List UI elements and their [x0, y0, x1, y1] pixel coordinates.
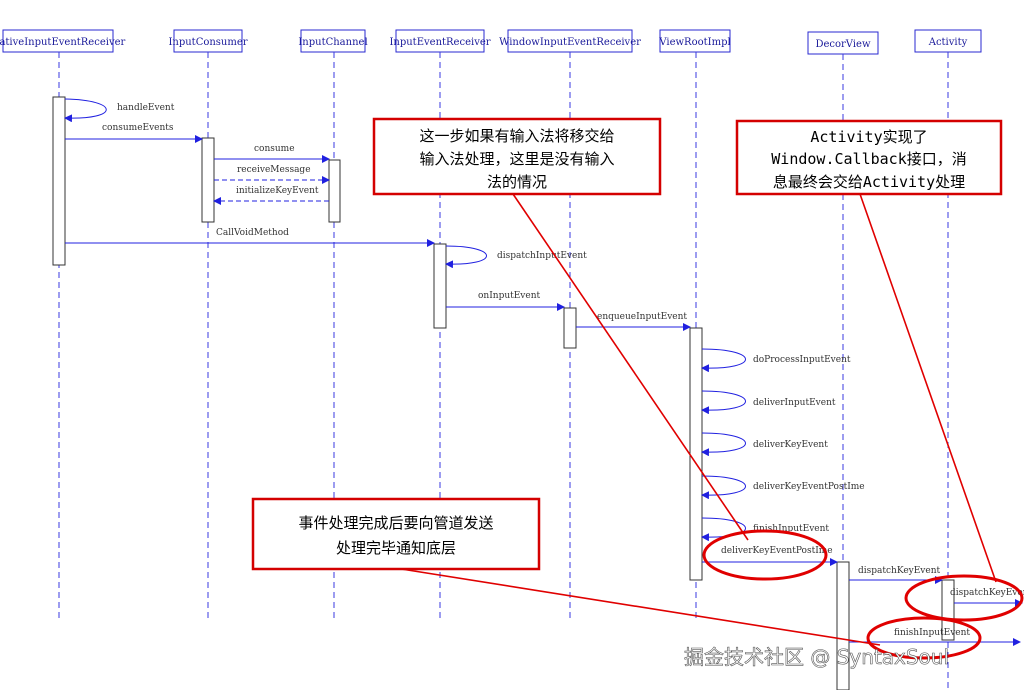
lifeline-header-activity: Activity	[914, 29, 982, 53]
highlight-deliver-key-event-post-ime	[702, 529, 828, 581]
lifeline-header-channel: InputChannel	[298, 29, 368, 53]
msg-label-enqueue-input-event: enqueueInputEvent	[597, 312, 687, 322]
activation-activity	[941, 579, 955, 641]
msg-label-do-process-input-event: doProcessInputEvent	[753, 355, 851, 365]
lifeline-header-native: NativeInputEventReceiver	[0, 29, 126, 53]
callout-activity-line-3: 息最终会交给Activity处理	[773, 173, 965, 191]
lifeline-label: Activity	[928, 37, 968, 48]
lifeline-label: ViewRootImpl	[658, 37, 730, 48]
msg-label-receive-message: receiveMessage	[237, 165, 311, 175]
lifeline-label: NativeInputEventReceiver	[0, 37, 126, 48]
msg-deliver-key-event-post-ime	[701, 475, 746, 500]
msg-label-finish-input-event-vr: finishInputEvent	[753, 524, 829, 534]
callout-ime: 这一步如果有输入法将移交给 输入法处理，这里是没有输入 法的情况	[372, 117, 662, 196]
msg-label-finish-input-event-final: finishInputEvent	[894, 628, 970, 638]
msg-label-consume: consume	[254, 144, 295, 154]
msg-label-deliver-key-event: deliverKeyEvent	[753, 440, 828, 450]
pointer-finish-callout	[394, 567, 881, 646]
lifeline-header-decor: DecorView	[807, 31, 879, 55]
highlight-finish-input-event	[866, 616, 982, 660]
activation-viewroot	[689, 327, 703, 581]
msg-label-initialize-key-event: initializeKeyEvent	[236, 186, 319, 196]
callout-ime-line-1: 这一步如果有输入法将移交给	[419, 127, 614, 145]
msg-label-deliver-key-event-post-ime-2: deliverKeyEventPostIme	[721, 546, 833, 556]
callout-activity: Activity实现了 Window.Callback接口，消 息最终会交给Ac…	[735, 119, 1003, 196]
msg-deliver-input-event	[701, 390, 746, 415]
msg-label-dispatch-key-event-activity: dispatchKeyEvent	[950, 588, 1024, 598]
callout-finish: 事件处理完成后要向管道发送 处理完毕通知底层	[251, 497, 541, 571]
callout-activity-line-1: Activity实现了	[810, 128, 927, 146]
lifeline-header-receiver: InputEventReceiver	[389, 29, 491, 53]
msg-label-handle-event: handleEvent	[117, 103, 175, 113]
activation-channel	[328, 159, 341, 223]
msg-label-deliver-key-event-post-ime: deliverKeyEventPostIme	[753, 482, 865, 492]
lifeline-label: InputChannel	[298, 37, 367, 48]
lifeline-header-winreceiver: WindowInputEventReceiver	[499, 29, 641, 53]
callout-finish-line-1: 事件处理完成后要向管道发送	[298, 514, 493, 532]
callout-ime-line-2: 输入法处理，这里是没有输入	[419, 150, 614, 168]
msg-label-deliver-input-event: deliverInputEvent	[753, 398, 836, 408]
pointer-activity-callout	[859, 193, 997, 583]
lifeline-label: WindowInputEventReceiver	[499, 37, 641, 48]
activation-consumer	[201, 137, 215, 223]
activation-winreceiver	[563, 307, 577, 349]
activation-native	[52, 96, 66, 266]
callout-activity-line-2: Window.Callback接口，消	[771, 150, 966, 168]
lifeline-header-consumer: InputConsumer	[168, 29, 248, 53]
msg-label-consume-events: consumeEvents	[102, 123, 174, 133]
msg-label-dispatch-input-event: dispatchInputEvent	[497, 251, 587, 261]
lifeline-header-viewroot: ViewRootImpl	[658, 29, 731, 53]
highlight-dispatch-key-event	[904, 574, 1024, 622]
pointer-ime-callout	[512, 193, 749, 541]
msg-label-call-void-method: CallVoidMethod	[216, 228, 289, 238]
callout-finish-line-2: 处理完毕通知底层	[336, 539, 456, 557]
lifeline-label: InputConsumer	[168, 37, 247, 48]
msg-handle-event	[64, 98, 107, 123]
msg-deliver-key-event	[701, 432, 746, 457]
activation-decor	[836, 561, 850, 690]
watermark: 掘金技术社区 @ SyntaxSoul	[684, 645, 949, 669]
msg-dispatch-input-event	[445, 245, 487, 269]
lifeline-label: InputEventReceiver	[389, 37, 490, 48]
msg-finish-input-event-vr	[701, 517, 746, 542]
msg-label-dispatch-key-event-decor: dispatchKeyEvent	[858, 566, 941, 576]
msg-do-process-input-event	[701, 348, 746, 373]
activation-receiver	[433, 243, 447, 329]
msg-label-on-input-event: onInputEvent	[478, 291, 541, 301]
callout-ime-line-3: 法的情况	[487, 173, 547, 191]
lifeline-label: DecorView	[815, 39, 870, 50]
